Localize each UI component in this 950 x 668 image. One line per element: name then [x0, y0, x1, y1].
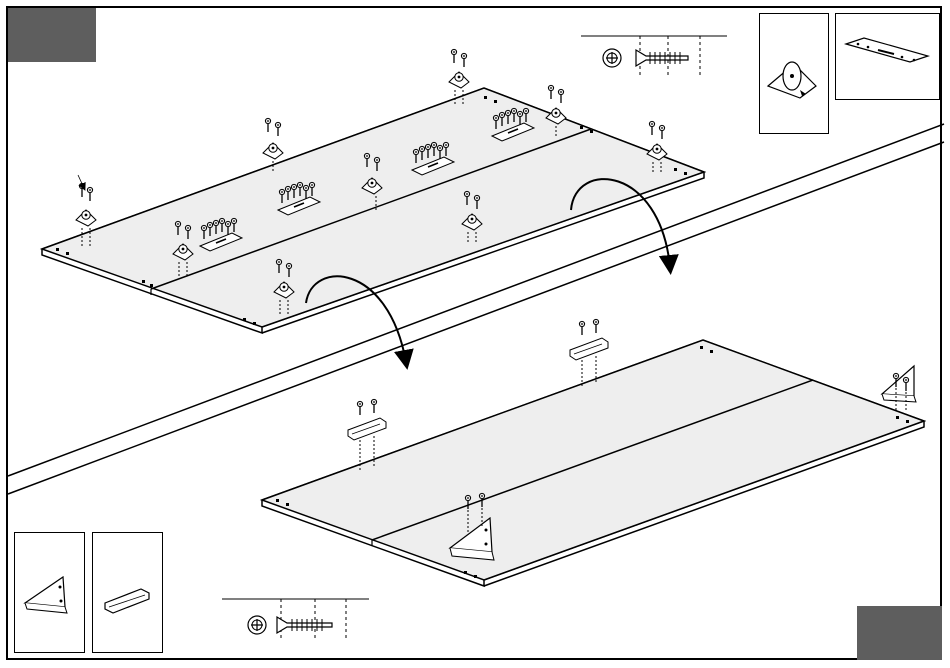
caster-icon: [760, 14, 827, 132]
corner-bracket-callout: [14, 532, 85, 653]
connector-plate-icon: [836, 14, 938, 98]
screw-legend-top: [581, 36, 727, 75]
short-bracket-callout: [92, 532, 163, 653]
lower-panel: [262, 340, 924, 586]
caster-callout: [759, 13, 829, 134]
plate-callout: [835, 13, 940, 100]
upper-panel: [42, 88, 704, 333]
corner-bracket-icon: [15, 533, 83, 651]
screw-legend-bottom: [222, 599, 369, 640]
short-bracket-icon: [93, 533, 161, 651]
